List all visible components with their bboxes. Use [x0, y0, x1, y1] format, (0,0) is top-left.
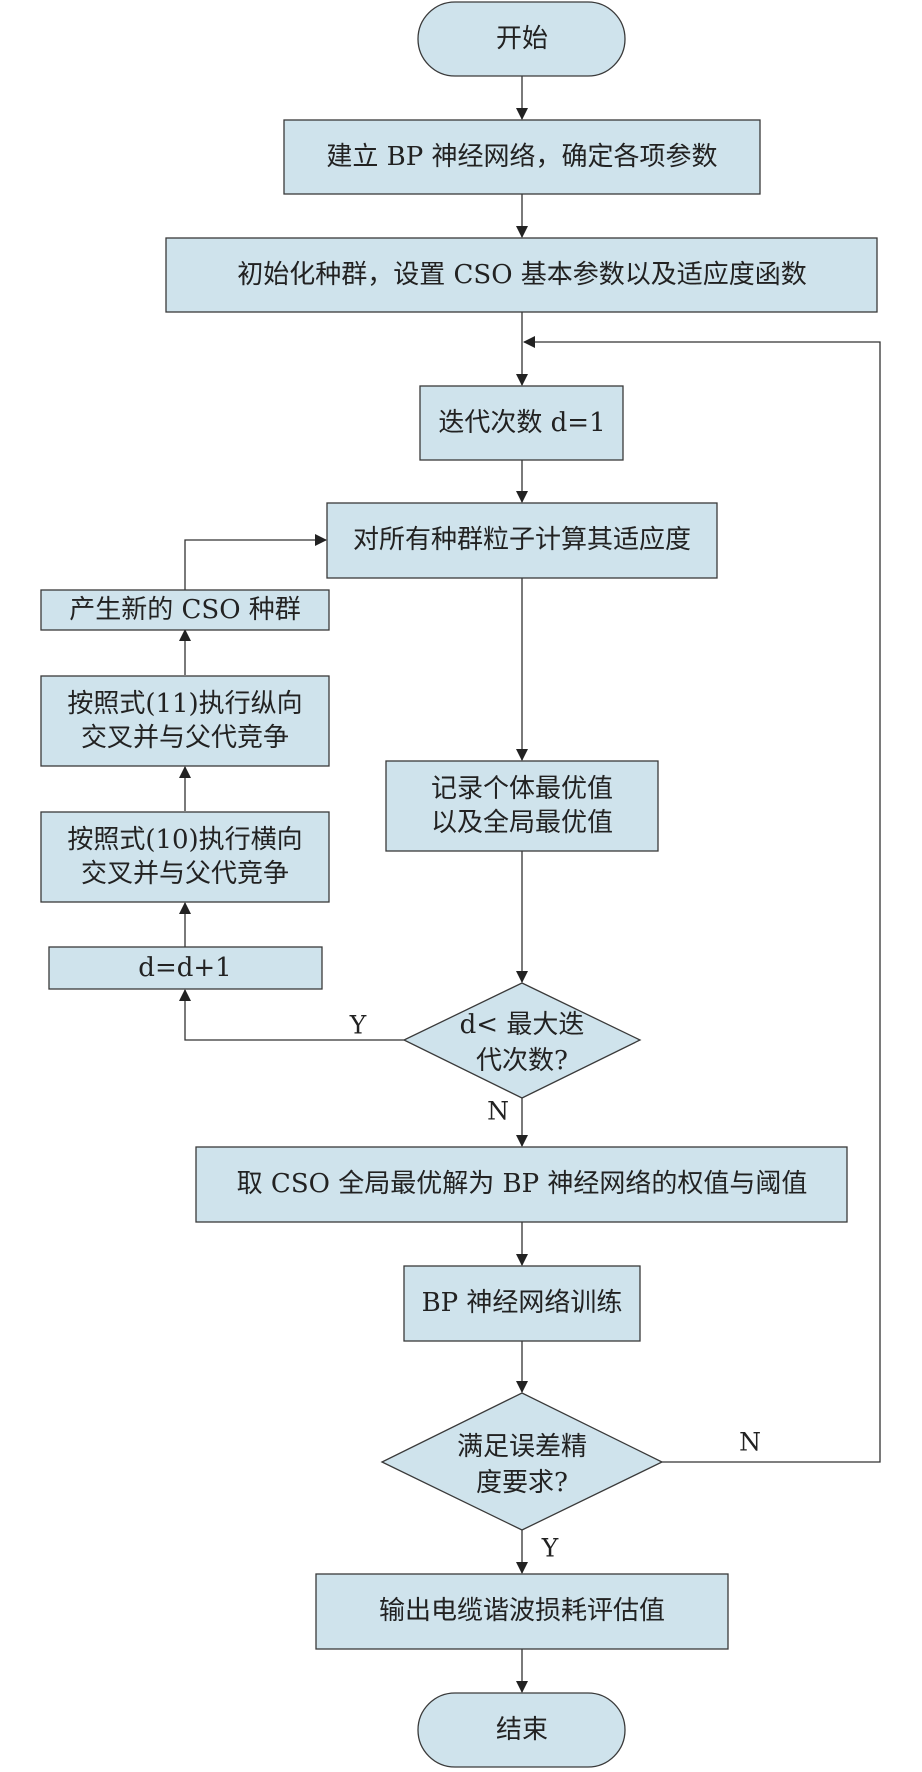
record-label-line1: 记录个体最优值 [431, 774, 613, 804]
new-pop-node: 产生新的 CSO 种群 [40, 589, 330, 631]
iter-init-node: 迭代次数 d=1 [419, 385, 624, 461]
end-node: 结束 [417, 1692, 626, 1768]
check-precision-line2: 度要求? [476, 1468, 568, 1498]
build-bp-node: 建立 BP 神经网络，确定各项参数 [283, 119, 761, 195]
vertical-cross-line2: 交叉并与父代竞争 [81, 723, 289, 753]
new-pop-label: 产生新的 CSO 种群 [69, 595, 301, 625]
yes-precision-label: Y [541, 1534, 559, 1563]
take-best-node: 取 CSO 全局最优解为 BP 神经网络的权值与阈值 [195, 1146, 848, 1223]
d-increment-node: d=d+1 [48, 946, 323, 990]
output-node: 输出电缆谐波损耗评估值 [315, 1573, 729, 1650]
build-bp-label: 建立 BP 神经网络，确定各项参数 [326, 142, 717, 172]
train-label: BP 神经网络训练 [422, 1288, 623, 1318]
take-best-label: 取 CSO 全局最优解为 BP 神经网络的权值与阈值 [237, 1169, 808, 1199]
yes-iter-label: Y [349, 1011, 367, 1040]
check-iter-line2: 代次数? [476, 1046, 568, 1076]
arrow-check-yes-to-increment [179, 989, 404, 1041]
check-precision-line1: 满足误差精 [457, 1432, 587, 1462]
d-increment-label: d=d+1 [138, 953, 231, 983]
iter-init-label: 迭代次数 d=1 [438, 408, 605, 438]
check-iter-decision: d< 最大迭 代次数? [402, 982, 642, 1099]
start-label: 开始 [496, 24, 548, 54]
fitness-label: 对所有种群粒子计算其适应度 [353, 525, 691, 555]
check-iter-line1: d< 最大迭 [460, 1010, 585, 1040]
horizontal-cross-line1: 按照式(10)执行横向 [67, 825, 302, 855]
no-iter-label: N [487, 1097, 509, 1126]
start-node: 开始 [417, 1, 626, 77]
check-precision-decision: 满足误差精 度要求? [380, 1392, 664, 1531]
horizontal-cross-line2: 交叉并与父代竞争 [81, 859, 289, 889]
vertical-cross-node: 按照式(11)执行纵向 交叉并与父代竞争 [40, 675, 330, 767]
horizontal-cross-node: 按照式(10)执行横向 交叉并与父代竞争 [40, 811, 330, 903]
end-label: 结束 [496, 1715, 548, 1745]
vertical-cross-line1: 按照式(11)执行纵向 [67, 689, 302, 719]
connectors [179, 76, 881, 1693]
init-pop-node: 初始化种群，设置 CSO 基本参数以及适应度函数 [165, 237, 878, 313]
record-label-line2: 以及全局最优值 [431, 808, 613, 838]
output-label: 输出电缆谐波损耗评估值 [379, 1596, 665, 1626]
record-node: 记录个体最优值 以及全局最优值 [385, 760, 659, 852]
fitness-node: 对所有种群粒子计算其适应度 [326, 502, 718, 579]
arrow-newpop-to-fitness [184, 534, 327, 590]
init-pop-label: 初始化种群，设置 CSO 基本参数以及适应度函数 [237, 260, 807, 290]
arrow-precision-no-loop [523, 336, 881, 1463]
no-precision-label: N [739, 1428, 761, 1457]
train-node: BP 神经网络训练 [403, 1265, 641, 1342]
